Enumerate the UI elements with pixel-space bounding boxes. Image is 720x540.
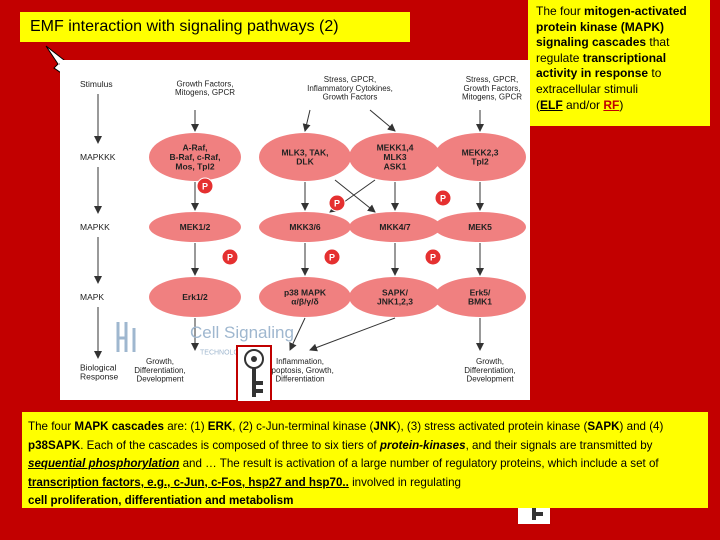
- note-banner: [528, 0, 710, 126]
- response-label: Growth,Differentiation,Development: [134, 357, 185, 384]
- mapk-node-label: Erk5/BMK1: [468, 287, 492, 306]
- mapkkk-node: [149, 133, 241, 181]
- mapkk-node: [149, 212, 241, 242]
- mapk-node-label: SAPK/JNK1,2,3: [377, 287, 413, 306]
- note-transcription-term: transcriptional activity in response: [536, 50, 667, 81]
- summary-p38sapk: p38SAPK: [28, 438, 81, 452]
- phospho-marker: P: [434, 189, 452, 207]
- summary-jnk: JNK: [373, 420, 397, 433]
- note-elf: ELF: [540, 97, 563, 112]
- watermark-logo-text: Cell Signaling: [190, 323, 294, 342]
- phospho-marker: P: [323, 248, 341, 266]
- summary-banner: [22, 412, 708, 508]
- row-label: MAPKKK: [80, 152, 116, 162]
- mapkk-node: [434, 212, 526, 242]
- mapk-node: [349, 277, 441, 317]
- row-label: MAPKK: [80, 222, 110, 232]
- mapkkk-node: [434, 133, 526, 181]
- key-icon: [236, 345, 272, 403]
- phospho-marker: P: [196, 177, 214, 195]
- response-label: Inflammation,Apoptosis, Growth,Different…: [266, 357, 334, 384]
- summary-sequential-phosphorylation: sequential phosphorylation: [28, 457, 180, 471]
- summary-transcription-factors: transcription factors, e.g., c-Jun, c-Fo…: [28, 475, 349, 489]
- mapkkk-node-label: A-Raf,B-Raf, c-Raf,Mos, Tpl2: [169, 143, 220, 172]
- phospho-marker: P: [221, 248, 239, 266]
- summary-t8: and … The result is activation of a larg…: [179, 457, 659, 471]
- watermark-logo-sub: TECHNOLOGY: [200, 349, 249, 356]
- summary-t7: , and their signals are transmitted by: [465, 438, 653, 452]
- summary-t4: ), (3) stress activated protein kinase (: [396, 420, 588, 433]
- phospho-label: P: [430, 253, 436, 263]
- summary-t2: are: (1): [163, 420, 208, 433]
- summary-protein-kinases: protein-kinases: [379, 438, 466, 452]
- stim-arrow: [302, 109, 311, 132]
- watermark-logo-mark: [116, 322, 136, 352]
- kkk-arrow: [334, 179, 376, 213]
- phospho-label: P: [227, 253, 233, 263]
- summary-text: The four MAPK cascades are: (1) ERK, (2)…: [28, 418, 704, 511]
- mapkk-node: [259, 212, 351, 242]
- title-banner: [20, 12, 410, 42]
- stimulus-label: Growth Factors,Mitogens, GPCR: [175, 79, 235, 97]
- mapk-node-label: Erk1/2: [182, 292, 208, 302]
- note-text-2: that regulate: [536, 35, 670, 65]
- summary-t9: involved in regulating: [348, 475, 461, 489]
- mapk-node: [149, 277, 241, 317]
- mapk-note: The four mitogen-activated protein kinas…: [536, 4, 708, 113]
- phospho-label: P: [440, 194, 446, 204]
- k-arrow: [309, 317, 396, 352]
- note-text-1: The four: [536, 4, 585, 18]
- stim-arrow: [369, 109, 396, 132]
- mapkk-node-label: MEK5: [468, 222, 492, 232]
- pathway-arrows: [94, 94, 484, 359]
- phospho-label: P: [334, 199, 340, 209]
- mapkkk-node-label: MLK3, TAK,DLK: [281, 147, 328, 166]
- note-andor: and/or: [562, 97, 604, 112]
- mapkk-node-label: MKK3/6: [289, 222, 320, 232]
- mapk-node: [434, 277, 526, 317]
- summary-erk: ERK: [207, 420, 233, 433]
- note-paren-close: ): [619, 97, 624, 112]
- stimulus-label: Stress, GPCR,Growth Factors,Mitogens, GP…: [462, 75, 522, 102]
- summary-mapk-cascades: MAPK cascades: [74, 420, 164, 433]
- summary-t3: , (2) c-Jun-terminal kinase (: [232, 420, 374, 433]
- stimulus-label: Stress, GPCR,Inflammatory Cytokines,Grow…: [307, 75, 393, 102]
- note-paren-open: (: [536, 97, 540, 112]
- phospho-label: P: [329, 253, 335, 263]
- note-rf: RF: [603, 97, 620, 112]
- mapkk-node-label: MEK1/2: [180, 222, 211, 232]
- mapkkk-node: [349, 133, 441, 181]
- summary-t1: The four: [28, 420, 75, 433]
- note-text-3: to extracellular stimuli: [536, 66, 662, 96]
- row-label: MAPK: [80, 292, 104, 302]
- page-title: EMF interaction with signaling pathways …: [30, 18, 339, 35]
- summary-t6: . Each of the cascades is composed of th…: [80, 438, 380, 452]
- mapkk-node-label: MKK4/7: [379, 222, 410, 232]
- pathway-nodes: P P P P P P: [149, 133, 526, 317]
- mapkk-node: [349, 212, 441, 242]
- mapkkk-node: [259, 133, 351, 181]
- response-label: Growth,Differentiation,Development: [464, 357, 515, 384]
- k-arrow: [289, 317, 306, 351]
- phospho-marker: P: [424, 248, 442, 266]
- summary-final: cell proliferation, differentiation and …: [28, 494, 294, 508]
- summary-sapk: SAPK: [587, 420, 620, 433]
- note-mapk-term: mitogen-activated protein kinase (MAPK) …: [536, 4, 687, 50]
- summary-t5: ) and (4): [619, 420, 664, 433]
- mapk-node: [259, 277, 351, 317]
- row-label: Stimulus: [80, 79, 113, 89]
- phospho-marker: P: [328, 194, 346, 212]
- phospho-label: P: [202, 182, 208, 192]
